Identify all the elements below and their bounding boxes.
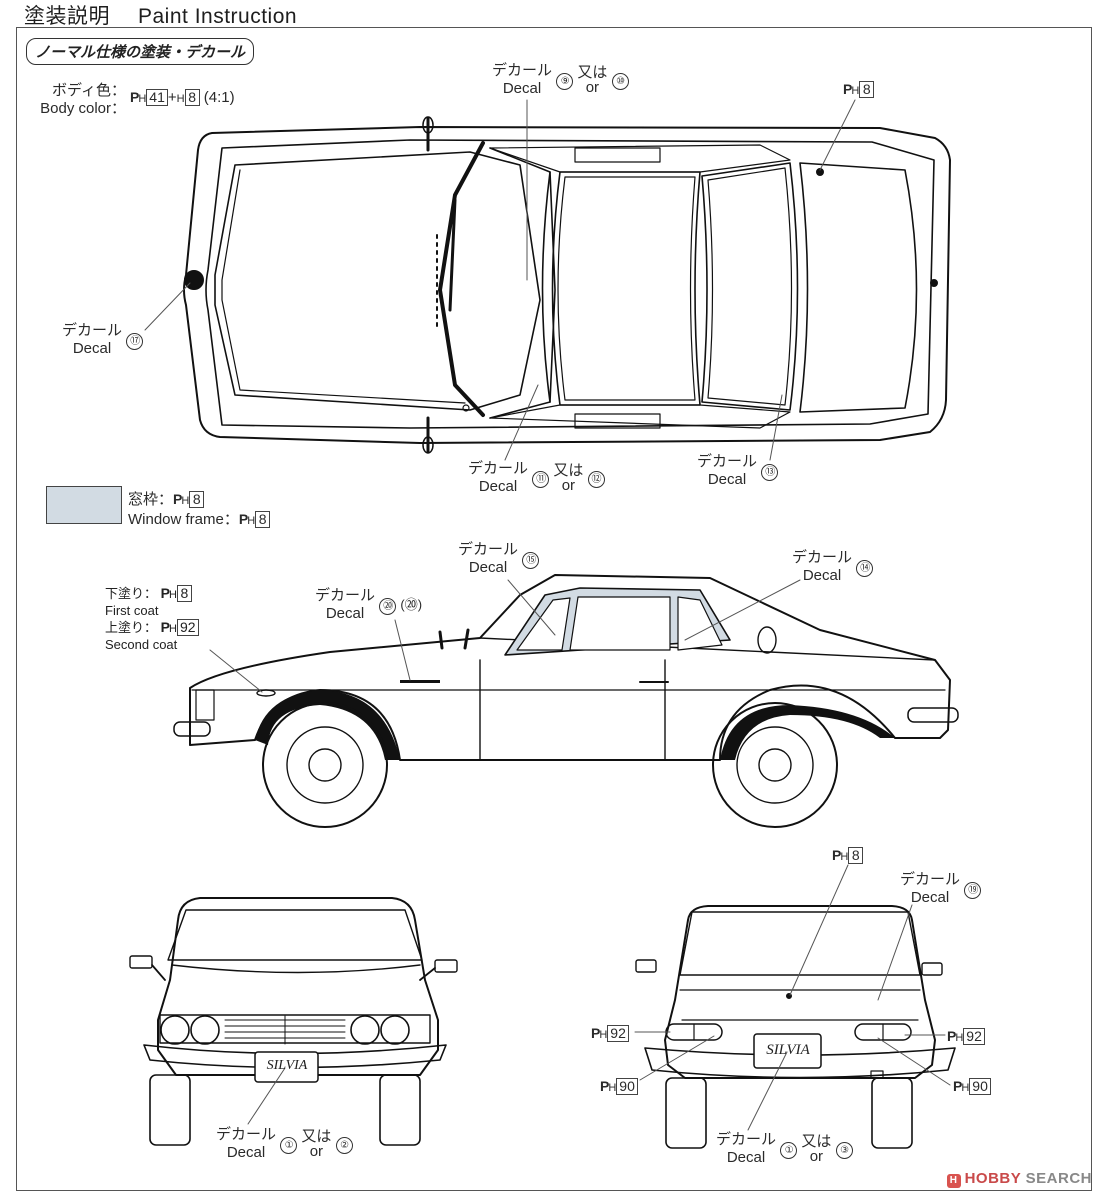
instruction-frame	[16, 27, 1092, 1191]
paint-number: 8	[848, 847, 864, 864]
decal-number: ⑲	[964, 881, 982, 899]
hobby-search-logo-icon: H	[946, 1174, 961, 1188]
decal-number: ⑭	[856, 559, 874, 577]
decal-number-alt: ③	[835, 1141, 853, 1159]
decal-number-alt: ⑩	[611, 72, 629, 90]
decal-number: ①	[280, 1136, 298, 1154]
body-color-label: ボディ色： Body color：	[34, 82, 126, 118]
decal-number: ⑪	[532, 470, 550, 488]
decal-number: ⑳	[379, 597, 397, 615]
paint-number: 92	[607, 1025, 629, 1042]
paint-number: 41	[146, 89, 168, 106]
page-title: 塗装説明 Paint Instruction	[24, 0, 297, 30]
car-top-view	[183, 116, 951, 454]
front-plate-text: SILVIA	[266, 1058, 308, 1073]
mix-ratio: (4:1)	[203, 89, 235, 106]
paint-number: 90	[969, 1078, 991, 1095]
decal-number: ⑨	[556, 72, 574, 90]
paint-number: 8	[255, 511, 271, 528]
ph-paint-code: PH	[130, 89, 146, 105]
paint-number: 90	[616, 1078, 638, 1095]
title-en: Paint Instruction	[138, 5, 298, 28]
decal-number-alt: ⑫	[587, 470, 605, 488]
decal-number: ⑬	[761, 463, 779, 481]
paint-number: 8	[184, 89, 200, 106]
section-tag: ノーマル仕様の塗装・デカール	[26, 38, 255, 65]
title-jp: 塗装説明	[24, 5, 110, 28]
decal-number: ①	[780, 1141, 798, 1159]
car-front-view	[129, 897, 458, 1146]
decal-number-extra: (⑳)	[400, 596, 423, 612]
leader-lines	[144, 99, 951, 1131]
body-color-label-en: Body color：	[40, 100, 126, 117]
decal-number-alt: ②	[335, 1136, 353, 1154]
paint-number: 92	[176, 619, 199, 636]
paint-number: 8	[859, 81, 875, 98]
decal-number: ⑰	[126, 332, 144, 350]
paint-number: 8	[189, 491, 205, 508]
car-side-view	[173, 574, 959, 828]
paint-number: 92	[963, 1028, 985, 1045]
paint-number: 8	[176, 585, 192, 602]
body-color-label-jp: ボディ色：	[52, 82, 126, 99]
car-rear-view	[635, 905, 956, 1149]
window-frame-swatch	[46, 486, 122, 524]
decal-number: ⑮	[522, 551, 540, 569]
rear-plate-text: SILVIA	[766, 1042, 810, 1058]
